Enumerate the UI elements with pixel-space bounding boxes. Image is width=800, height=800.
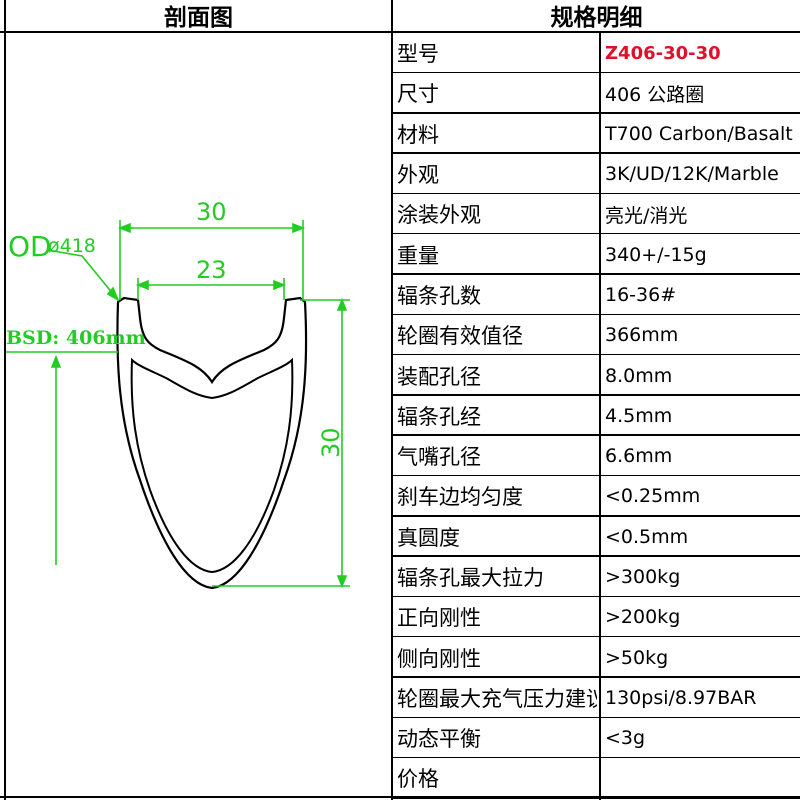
inner-width-label: 23	[196, 256, 227, 284]
row-divider	[393, 595, 800, 598]
od-label: OD	[8, 230, 52, 263]
row-divider	[393, 394, 800, 396]
row-divider	[393, 676, 800, 678]
rim-inner-profile	[130, 357, 294, 574]
cross-section-header: 剖面图	[164, 5, 233, 31]
spec-label: 涂装外观	[397, 203, 481, 228]
spec-label: 尺寸	[397, 82, 439, 107]
depth-label: 30	[317, 427, 345, 458]
spec-row: 正向刚性 >200kg	[393, 597, 800, 638]
spec-row: 价格	[393, 758, 800, 799]
spec-row: 辐条孔经 4.5mm	[393, 396, 800, 436]
spec-label: 装配孔径	[397, 364, 481, 389]
spec-row: 辐条孔最大拉力 >300kg	[393, 557, 800, 598]
spec-value: 亮光/消光	[605, 204, 688, 227]
row-divider	[393, 273, 800, 275]
row-divider	[393, 797, 800, 799]
spec-value: 16-36#	[605, 283, 677, 306]
row-divider	[393, 152, 800, 154]
spec-value: 8.0mm	[605, 364, 673, 387]
spec-value: 3K/UD/12K/Marble	[605, 163, 779, 186]
row-divider	[393, 112, 800, 114]
spec-label: 真圆度	[397, 525, 460, 550]
spec-row: 尺寸 406 公路圈	[393, 73, 800, 114]
spec-label: 辐条孔最大拉力	[397, 566, 544, 590]
divider-column	[391, 0, 393, 800]
spec-label: 型号	[397, 42, 439, 67]
spec-label: 重量	[397, 243, 439, 268]
spec-row: 刹车边均匀度 <0.25mm	[393, 476, 800, 517]
spec-label: 动态平衡	[397, 727, 481, 752]
rim-outer-profile	[116, 296, 308, 590]
spec-label: 轮圈有效值径	[397, 324, 523, 349]
spec-row: 型号 Z406-30-30	[393, 33, 800, 74]
spec-label: 辐条孔经	[397, 404, 481, 429]
spec-value: 6.6mm	[605, 445, 673, 468]
spec-value: <0.25mm	[605, 485, 701, 508]
row-divider	[393, 313, 800, 316]
bottom-border	[0, 796, 800, 798]
spec-value: <3g	[605, 727, 646, 750]
row-divider	[393, 353, 800, 356]
row-divider	[393, 71, 800, 74]
spec-value: 4.5mm	[605, 404, 673, 427]
spec-value: >50kg	[605, 646, 669, 669]
left-border	[4, 0, 6, 800]
spec-label: 外观	[397, 163, 439, 188]
spec-row: 轮圈有效值径 366mm	[393, 315, 800, 356]
spec-label: 轮圈最大充气压力建议	[397, 686, 597, 711]
spec-label: 材料	[397, 122, 439, 147]
spec-value: >200kg	[605, 606, 681, 629]
spec-row: 轮圈最大充气压力建议 130psi/8.97BAR	[393, 678, 800, 719]
spec-row: 动态平衡 <3g	[393, 718, 800, 759]
row-divider	[393, 555, 800, 557]
spec-row: 气嘴孔径 6.6mm	[393, 436, 800, 477]
spec-value: >300kg	[605, 566, 681, 588]
spec-table: 型号 Z406-30-30 尺寸 406 公路圈材料 T700 Carbon/Basal…	[393, 33, 800, 799]
spec-label: 辐条孔数	[397, 283, 481, 308]
row-divider	[393, 474, 800, 477]
spec-row: 外观 3K/UD/12K/Marble	[393, 154, 800, 195]
spec-value: <0.5mm	[605, 525, 689, 548]
spec-row: 装配孔径 8.0mm	[393, 355, 800, 396]
specifications-header: 规格明细	[550, 5, 643, 31]
spec-row: 材料 T700 Carbon/Basalt	[393, 114, 800, 154]
spec-row: 涂装外观 亮光/消光	[393, 194, 800, 235]
spec-label: 侧向刚性	[397, 646, 481, 671]
spec-value: 366mm	[605, 324, 679, 347]
bsd-label: BSD: 406mm	[6, 327, 146, 349]
od-value: ø418	[48, 235, 96, 257]
spec-value: 340+/-15g	[605, 243, 707, 266]
outer-width-label: 30	[196, 198, 227, 226]
spec-value: Z406-30-30	[605, 42, 721, 64]
row-divider	[393, 716, 800, 719]
spec-value: 406 公路圈	[605, 83, 705, 106]
row-divider	[393, 515, 800, 517]
spec-label: 价格	[397, 767, 439, 792]
spec-row: 侧向刚性 >50kg	[393, 637, 800, 678]
rim-cross-section-drawing: OD ø418 30 23 30 BSD: 406mm	[6, 198, 350, 590]
spec-value: T700 Carbon/Basalt	[605, 122, 793, 145]
row-divider	[393, 756, 800, 759]
spec-label: 正向刚性	[397, 606, 481, 631]
row-divider	[393, 635, 800, 638]
spec-label: 气嘴孔径	[397, 445, 481, 470]
spec-row: 辐条孔数 16-36#	[393, 275, 800, 316]
spec-value-divider	[599, 33, 601, 800]
spec-row: 重量 340+/-15g	[393, 234, 800, 275]
od-leader-line	[47, 249, 119, 301]
row-divider	[393, 232, 800, 235]
row-divider	[393, 434, 800, 436]
spec-label: 刹车边均匀度	[397, 485, 523, 510]
spec-value: 130psi/8.97BAR	[605, 686, 757, 709]
spec-value	[605, 758, 800, 798]
spec-row: 真圆度 <0.5mm	[393, 517, 800, 557]
row-divider	[393, 192, 800, 195]
header-bottom-border	[0, 31, 800, 33]
